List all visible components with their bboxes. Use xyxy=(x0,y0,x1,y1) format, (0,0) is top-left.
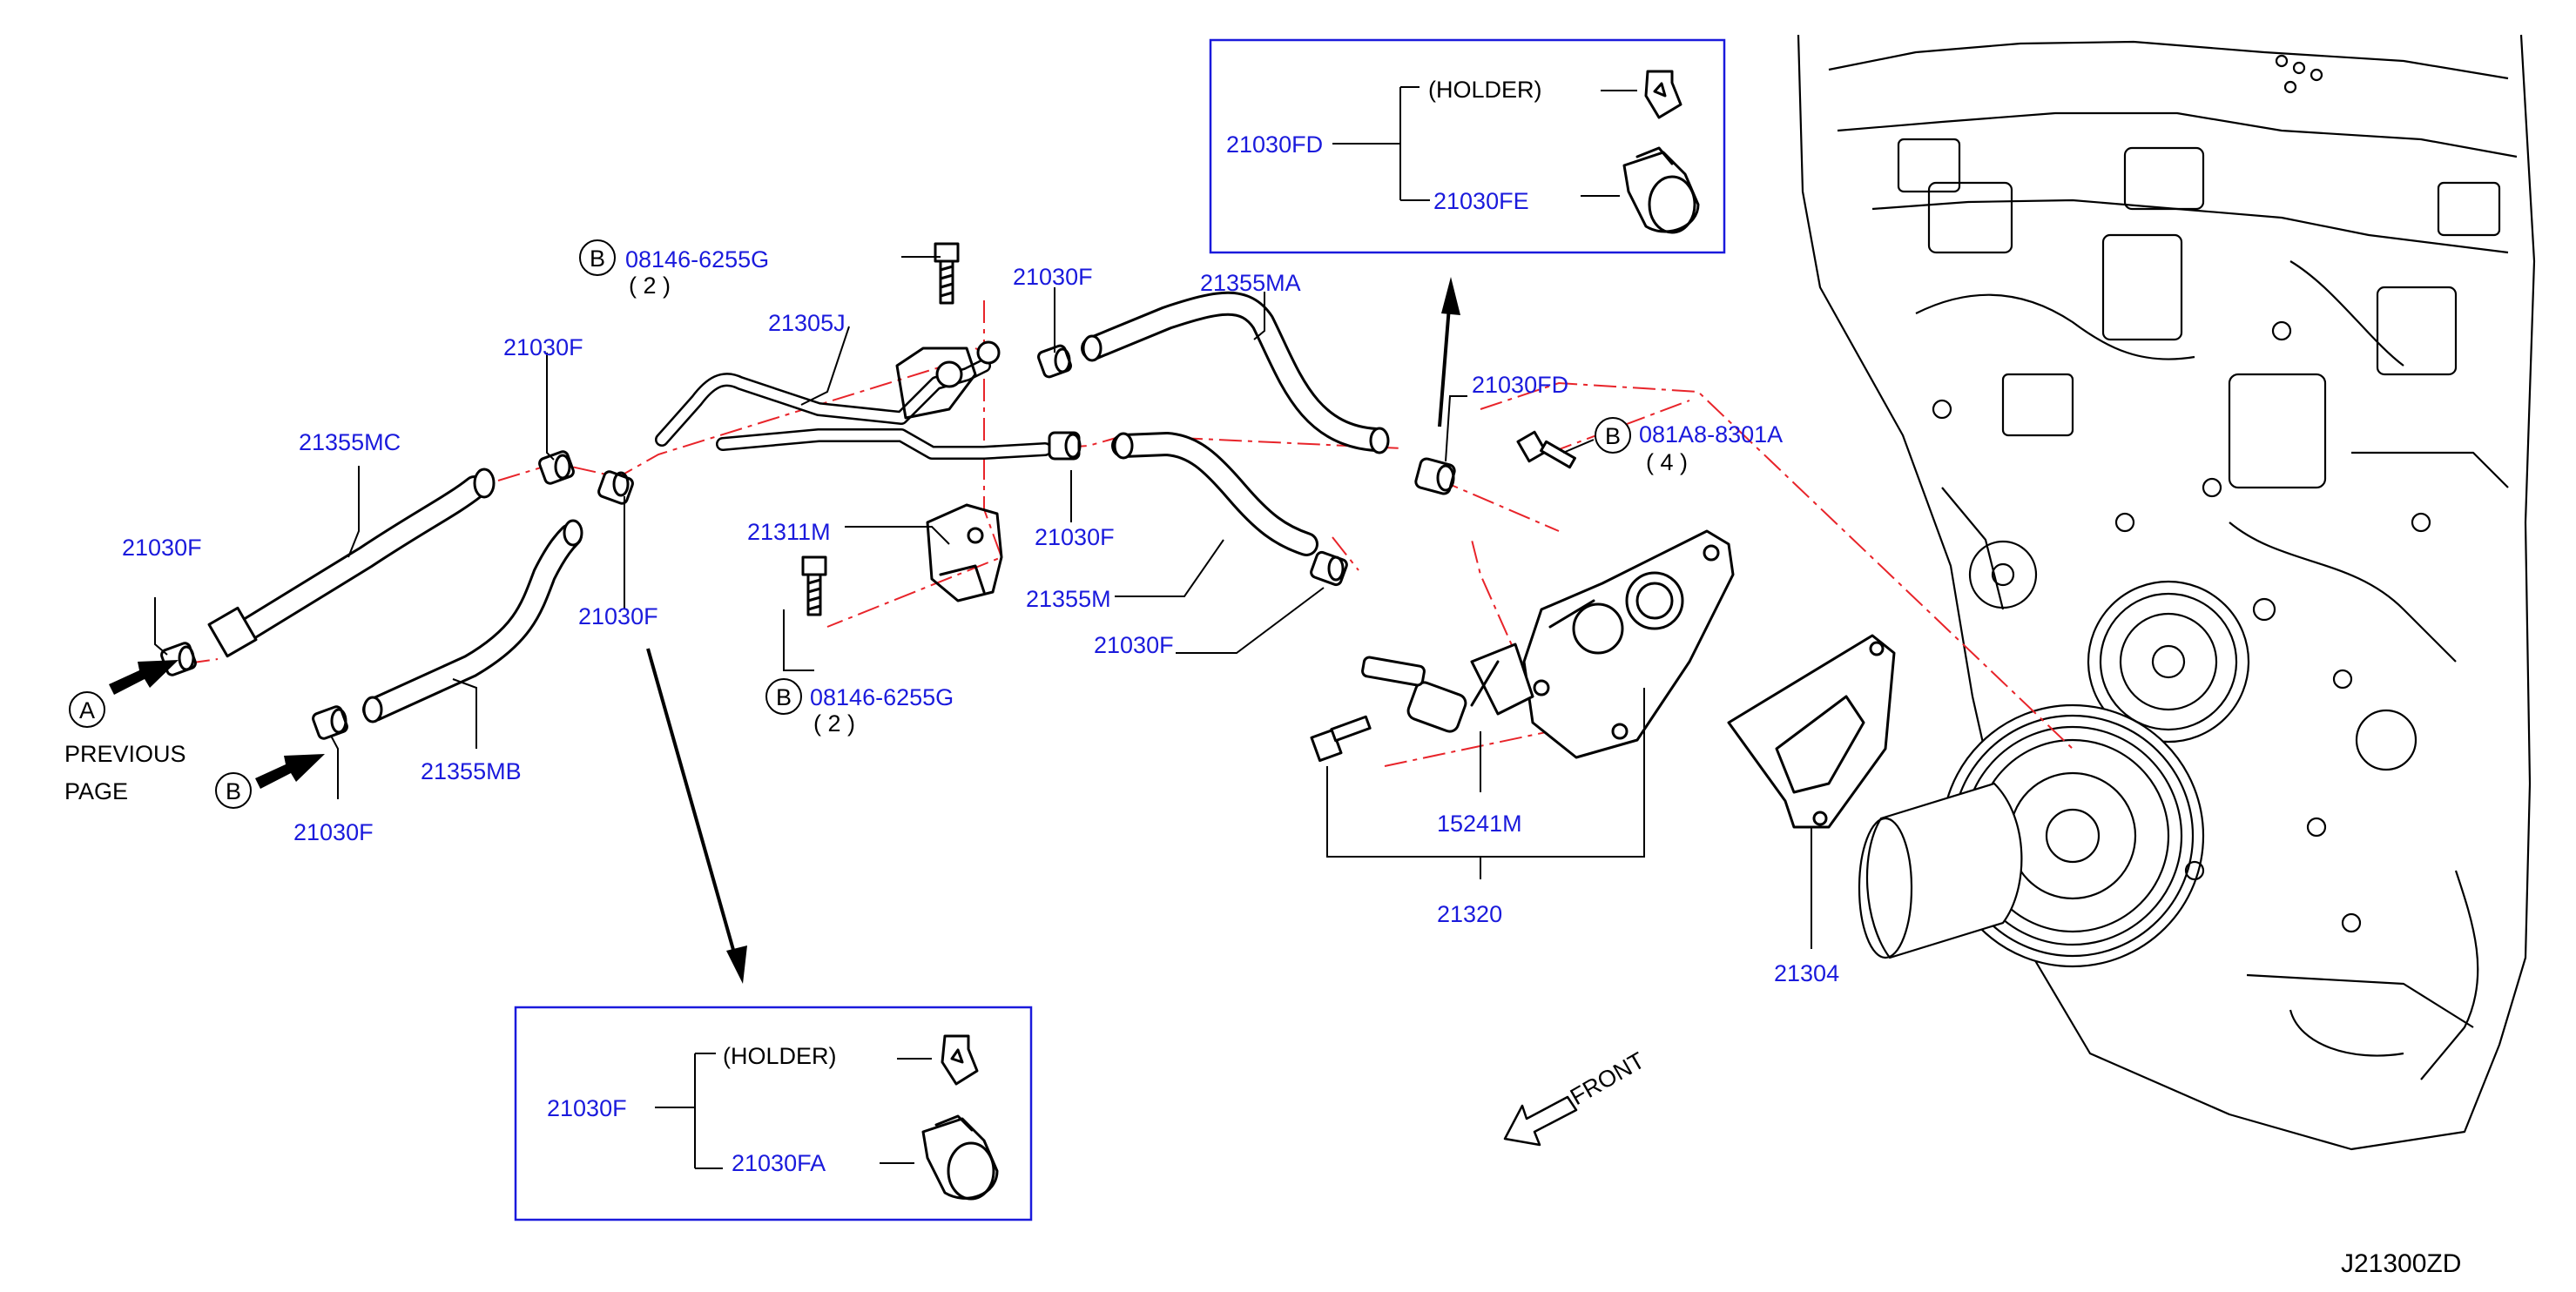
detail-box-21030fd: 21030FD (HOLDER) 21030FE xyxy=(1209,38,1726,254)
bracket-21311m xyxy=(926,503,1003,602)
label-081a8-8301a: 081A8-8301A xyxy=(1639,421,1783,447)
bolt-081a8-8301a xyxy=(1516,430,1576,469)
bolt-marker-upper: B xyxy=(579,239,616,276)
detail-parent-label: 21030FD xyxy=(1226,131,1323,158)
label-qty: ( 2 ) xyxy=(813,710,855,737)
svg-text:B: B xyxy=(226,778,241,804)
label-qty: ( 2 ) xyxy=(629,273,671,299)
marker-b: B xyxy=(215,772,252,809)
svg-text:A: A xyxy=(79,697,95,723)
hose-21355m xyxy=(1111,432,1318,556)
part-labels: 21030F 21355MC 21030F 08146-6255G ( 2 ) … xyxy=(64,246,2461,1278)
label-21030f: 21030F xyxy=(1035,524,1115,550)
engine-block-illustration xyxy=(1797,34,2536,1151)
pipe-21305j xyxy=(655,340,1052,460)
label-21355ma: 21355MA xyxy=(1200,270,1301,296)
label-21305j: 21305J xyxy=(768,310,846,336)
label-21355m: 21355M xyxy=(1026,586,1111,612)
arrow-to-detail-bottom xyxy=(646,648,747,984)
label-21030f: 21030F xyxy=(503,334,583,360)
leader-lines xyxy=(154,256,1812,949)
label-21030f: 21030F xyxy=(122,535,202,561)
water-outlet-21320 xyxy=(1470,529,1735,759)
diagram-id: J21300ZD xyxy=(2341,1249,2461,1278)
arrow-to-detail-top xyxy=(1438,277,1460,427)
front-direction-arrow xyxy=(1503,1095,1578,1147)
bolt-21320-left xyxy=(1310,715,1372,763)
arrow-b-previous-page xyxy=(255,754,325,789)
bolt-marker-right: B xyxy=(1595,417,1631,454)
label-21030f: 21030F xyxy=(293,819,374,845)
clamp-21030f-2 xyxy=(538,450,575,485)
detail-child-label: 21030FA xyxy=(732,1150,826,1176)
detail-holder-label: (HOLDER) xyxy=(1428,77,1542,103)
clamp-21030fd xyxy=(1414,457,1456,495)
detail-holder-label: (HOLDER) xyxy=(723,1043,837,1069)
hose-21355mb xyxy=(362,519,583,723)
previous-page-label: PREVIOUS xyxy=(64,741,186,767)
bolt-08146-6255g-upper xyxy=(934,242,960,305)
arrow-a-previous-page xyxy=(109,660,179,695)
label-08146-6255g: 08146-6255G xyxy=(810,684,954,710)
label-21030f: 21030F xyxy=(1013,264,1093,290)
svg-text:B: B xyxy=(590,246,605,272)
hose-21355ma xyxy=(1081,291,1390,454)
clamp-21030f-6 xyxy=(1310,550,1348,587)
label-qty: ( 4 ) xyxy=(1646,449,1688,475)
clamp-21030f-4 xyxy=(1037,344,1072,379)
detail-child-label: 21030FE xyxy=(1433,188,1529,214)
previous-page-label: PAGE xyxy=(64,778,128,804)
svg-text:B: B xyxy=(1605,423,1621,449)
marker-a: A xyxy=(69,691,105,728)
bolt-marker-lower: B xyxy=(765,678,802,715)
clamp-21030f-5 xyxy=(1048,431,1082,461)
gasket-21304 xyxy=(1727,634,1896,829)
svg-text:B: B xyxy=(776,684,792,710)
label-21030fd: 21030FD xyxy=(1472,372,1568,398)
pipe-15241m xyxy=(1361,656,1500,733)
detail-box-21030f: 21030F (HOLDER) 21030FA xyxy=(514,1006,1033,1221)
hose-21355mc xyxy=(207,468,496,658)
label-15241m: 15241M xyxy=(1437,811,1522,837)
label-21304: 21304 xyxy=(1774,960,1839,986)
front-label: FRONT xyxy=(1566,1047,1649,1110)
detail-parent-label: 21030F xyxy=(547,1095,627,1121)
label-21355mc: 21355MC xyxy=(299,429,401,455)
label-21355mb: 21355MB xyxy=(421,758,522,784)
label-21030f: 21030F xyxy=(1094,632,1174,658)
clamp-21030f-7 xyxy=(312,705,348,740)
label-21320: 21320 xyxy=(1437,901,1502,927)
label-21030f: 21030F xyxy=(578,603,658,629)
bolt-08146-6255g-lower xyxy=(801,555,827,616)
clamp-21030f-3 xyxy=(597,470,634,505)
label-21311m: 21311M xyxy=(747,519,831,545)
label-08146-6255g: 08146-6255G xyxy=(625,246,769,273)
